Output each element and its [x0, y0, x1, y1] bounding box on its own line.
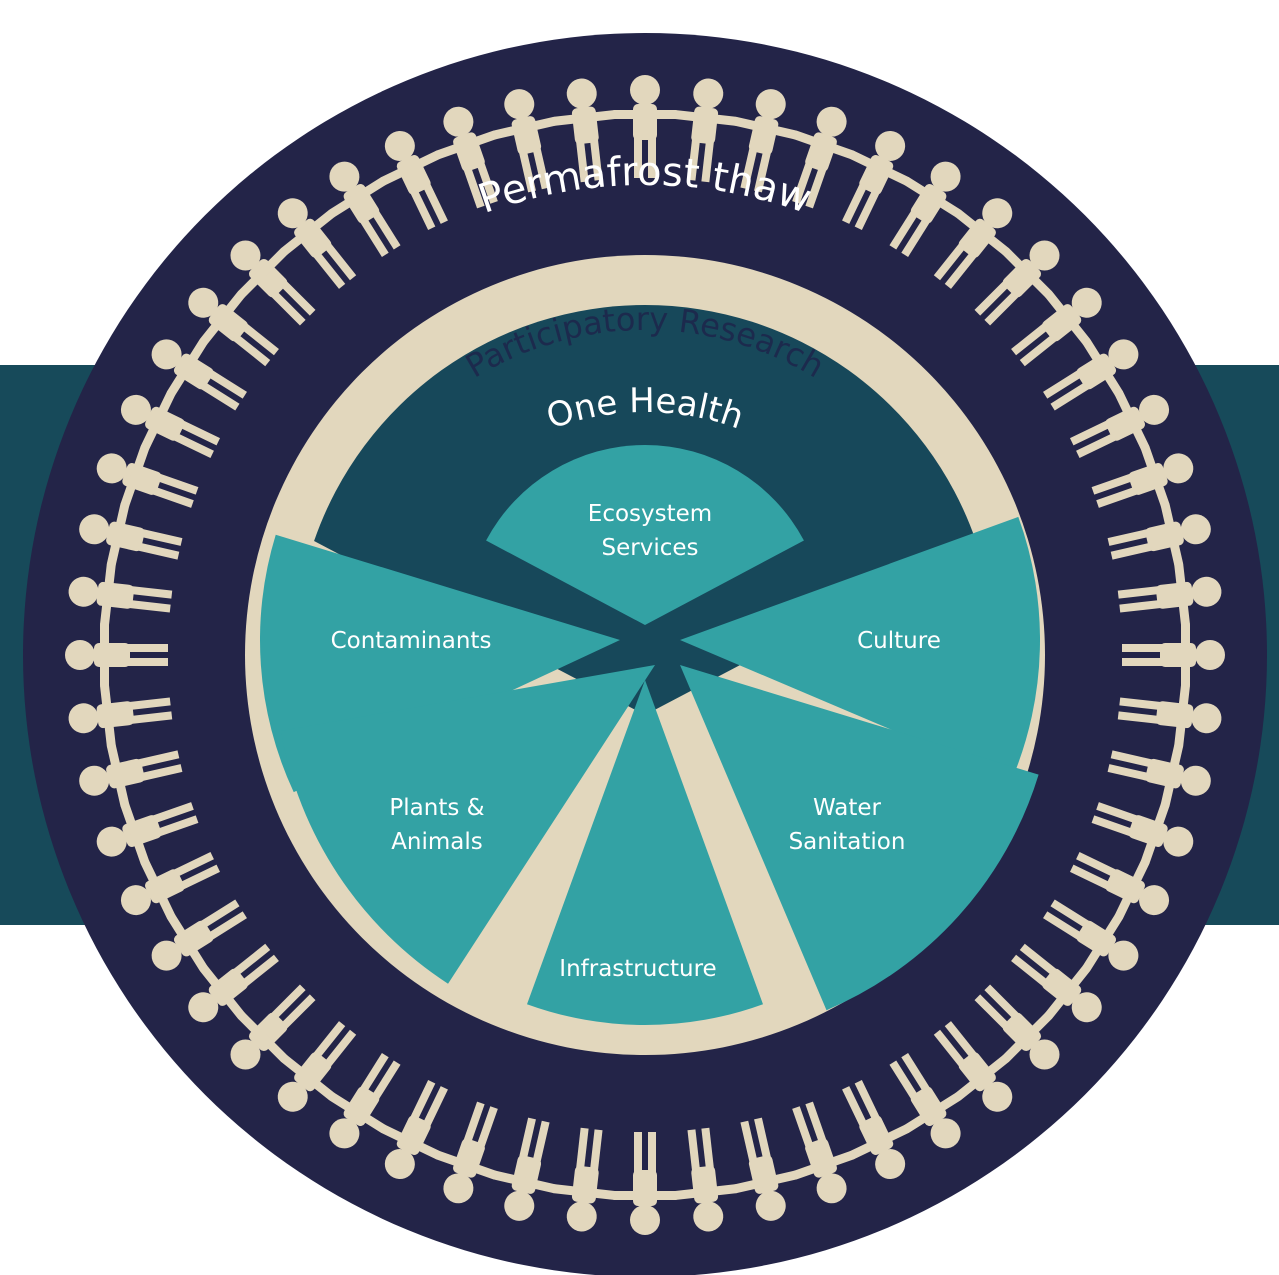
person-figure-icon [1011, 287, 1102, 367]
sector-label-water: Sanitation [789, 829, 906, 855]
person-figure-icon [611, 75, 679, 178]
sector-infrastructure [527, 680, 763, 1026]
person-figure-icon [791, 1101, 856, 1204]
person-figure-icon [327, 161, 401, 257]
person-figure-icon [188, 287, 279, 367]
person-figure-icon [842, 130, 911, 231]
person-figure-icon [1091, 801, 1194, 866]
person-figure-icon [68, 560, 173, 629]
person-figure-icon [379, 1079, 448, 1180]
person-figure-icon [1117, 560, 1222, 629]
person-figure-icon [151, 899, 247, 973]
sector-label-contaminants: Contaminants [331, 628, 492, 654]
person-figure-icon [434, 1101, 499, 1204]
person-figure-icon [65, 621, 168, 689]
person-figure-icon [120, 389, 221, 458]
person-figure-icon [550, 78, 619, 183]
person-figure-icon [933, 198, 1013, 289]
sector-ecosystem-services [486, 445, 804, 625]
person-figure-icon [1069, 852, 1170, 921]
person-figure-icon [550, 1127, 619, 1232]
person-figure-icon [974, 984, 1060, 1070]
sector-plants-animals [280, 665, 655, 984]
person-figure-icon [842, 1079, 911, 1180]
person-figure-icon [1043, 899, 1139, 973]
person-figure-icon [68, 681, 173, 750]
person-figure-icon [96, 801, 199, 866]
person-figure-icon [731, 89, 799, 193]
person-figure-icon [491, 89, 559, 193]
sector-label-plants: Animals [391, 829, 483, 855]
person-figure-icon [933, 1021, 1013, 1112]
sector-label-plants: Plants & [389, 795, 484, 821]
person-figure-icon [1122, 621, 1225, 689]
person-figure-icon [230, 984, 316, 1070]
person-figure-icon [1011, 943, 1102, 1023]
person-figure-icon [1107, 501, 1211, 569]
person-figure-icon [731, 1117, 799, 1221]
person-figure-icon [491, 1117, 559, 1221]
person-figure-icon [611, 1132, 679, 1235]
person-figure-icon [79, 501, 183, 569]
sector-label-infrastructure: Infrastructure [559, 956, 716, 982]
person-figure-icon [120, 852, 221, 921]
person-figure-icon [188, 943, 279, 1023]
person-figure-icon [671, 1127, 740, 1232]
sector-label-culture: Culture [857, 628, 941, 654]
sector-label-water: Water [813, 795, 882, 821]
people-ring [65, 75, 1225, 1235]
person-figure-icon [974, 240, 1060, 326]
person-figure-icon [671, 78, 740, 183]
person-figure-icon [379, 130, 448, 231]
person-figure-icon [1117, 681, 1222, 750]
person-figure-icon [277, 1021, 357, 1112]
person-figure-icon [230, 240, 316, 326]
person-figure-icon [434, 106, 499, 209]
person-figure-icon [889, 161, 963, 257]
person-figure-icon [1043, 337, 1139, 411]
sector-culture [680, 516, 1040, 781]
sector-label-ecosystem: Services [602, 535, 699, 561]
person-figure-icon [1069, 389, 1170, 458]
person-figure-icon [1091, 444, 1194, 509]
person-figure-icon [791, 106, 856, 209]
person-figure-icon [277, 198, 357, 289]
person-figure-icon [889, 1053, 963, 1149]
sector-label-ecosystem: Ecosystem [588, 501, 712, 527]
sector-water-sanitation [680, 665, 1039, 1011]
person-figure-icon [151, 337, 247, 411]
person-figure-icon [79, 741, 183, 809]
person-figure-icon [96, 444, 199, 509]
person-figure-icon [327, 1053, 401, 1149]
person-figure-icon [1107, 741, 1211, 809]
